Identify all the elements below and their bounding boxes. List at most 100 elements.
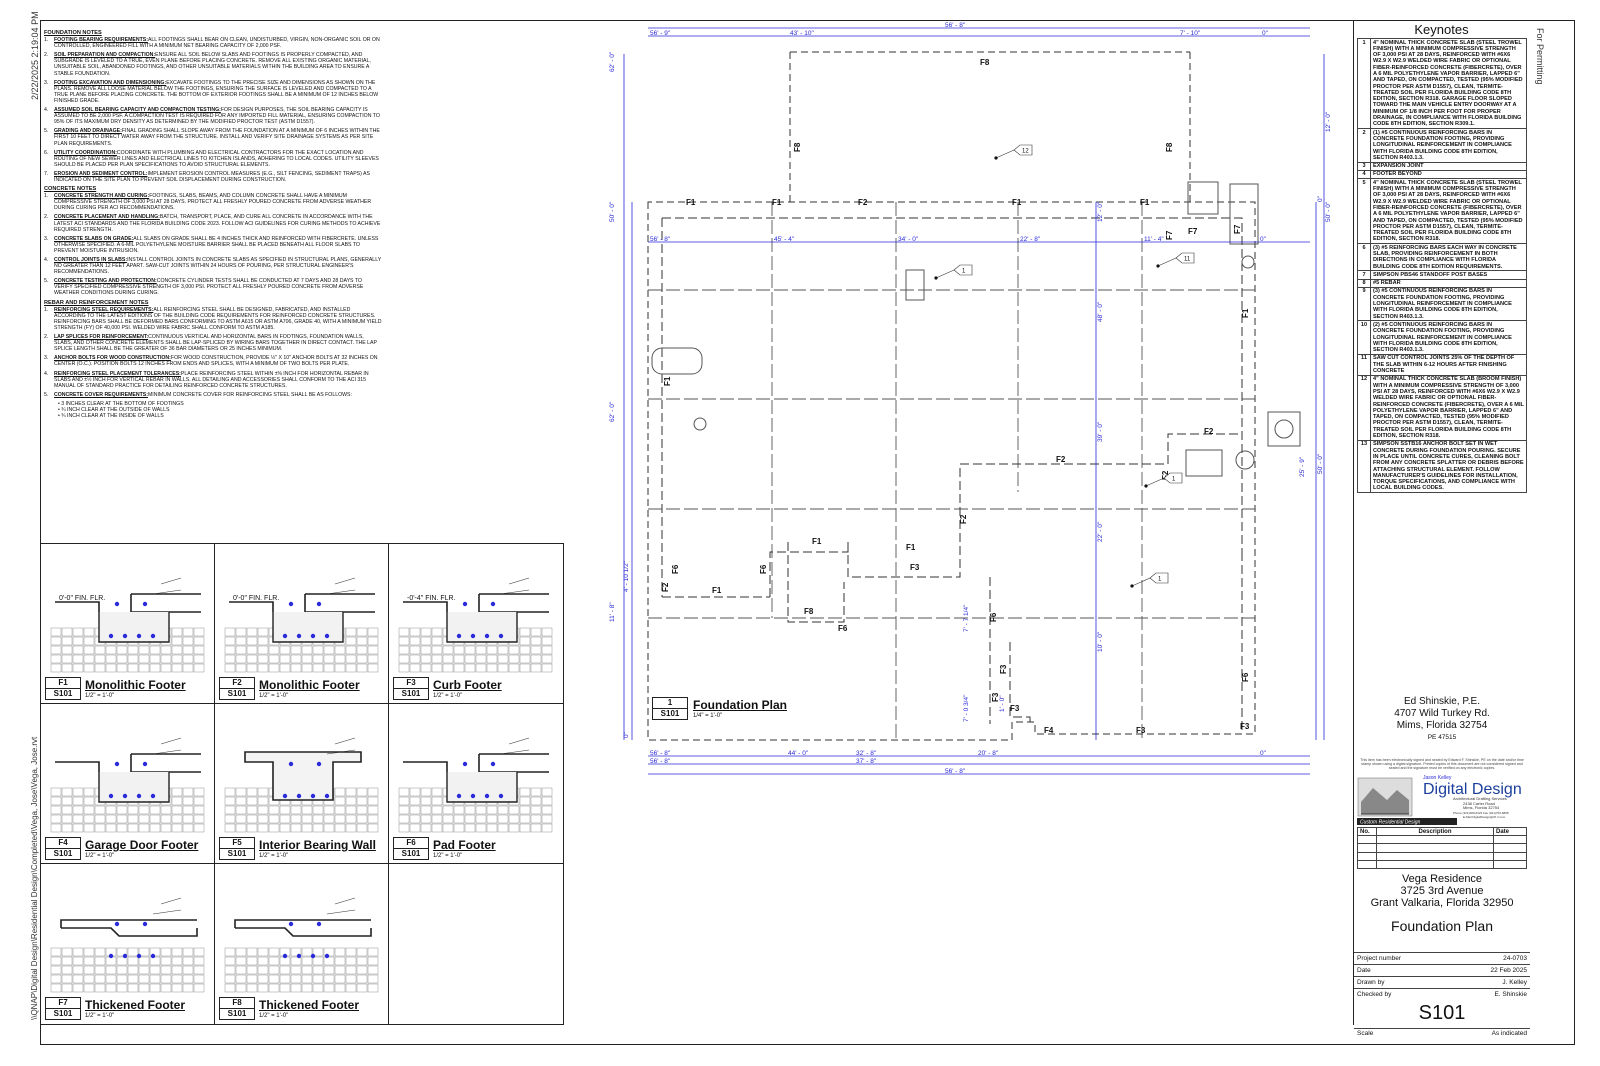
note-title: ASSUMED SOIL BEARING CAPACITY AND COMPAC… [54,107,221,114]
cover-item: • 3 INCHES CLEAR AT THE BOTTOM OF FOOTIN… [58,400,184,407]
cover-item: • ¾ INCH CLEAR AT THE OUTSIDE OF WALLS [58,406,170,413]
plan-dimension-right-b: 50' - 0" [1325,201,1332,222]
plan-title: Foundation Plan [693,698,787,712]
detail-elevation-label: -0'-4" FIN. FLR. [407,595,456,602]
note-title: EROSION AND SEDIMENT CONTROL: [54,170,148,177]
engineer-name: Ed Shinskie, P.E. [1404,696,1480,707]
note-text: EROSION AND SEDIMENT CONTROL:IMPLEMENT E… [54,171,382,183]
detail-scale: 1/2" = 1'-0" [85,1013,115,1019]
keynote-row: 6(3) #5 REINFORCING BARS EACH WAY IN CON… [1357,243,1527,272]
keynote-number: 8 [1357,278,1371,289]
note-body: ENSURE ALL SOIL BELOW SLABS AND FOOTINGS… [54,52,371,77]
note-text: FOOTING BEARING REQUIREMENTS:ALL FOOTING… [54,37,382,49]
detail-scale: 1/2" = 1'-0" [259,1013,289,1019]
plan-title-tag: 1 S101 Foundation Plan 1/4" = 1'-0" [652,697,787,720]
plan-dimension-left-e: 11' - 8" [609,602,616,622]
plan-dimension-bot2-b: 37' - 8" [856,758,877,765]
detail-sheet: S101 [220,848,254,859]
detail-id: F8 [232,998,242,1007]
note-text: ASSUMED SOIL BEARING CAPACITY AND COMPAC… [54,107,382,125]
note-number: 3. [44,355,49,362]
svg-text:1: 1 [962,269,966,275]
note-text: UTILITY COORDINATION:COORDINATE WITH PLU… [54,150,382,168]
detail-elevation-label: 0'-0" FIN. FLR. [59,595,105,602]
note-text: REINFORCING STEEL REQUIREMENTS:ALL REINF… [54,307,382,331]
logo-banner: Custom Residential Design [1360,820,1421,826]
cover-item-text: ¾ INCH CLEAR AT THE INSIDE OF WALLS [61,413,164,420]
detail-section-drawing [50,897,205,993]
revision-no-header: No. [1357,826,1377,837]
plan-dimension-bot3: 56' - 8" [945,768,966,775]
note-title: CONCRETE STRENGTH AND CURING: [54,193,150,200]
engineer-address-2: Mims, Florida 32754 [1396,720,1488,731]
keynote-text: SAW CUT CONTROL JOINTS 25% OF THE DEPTH … [1370,353,1527,376]
note-title: REINFORCING STEEL REQUIREMENTS: [54,306,154,313]
plan-dimension-bot-d: 20' - 8" [978,750,999,757]
footing-tag: F8 [804,607,814,616]
note-number: 5. [44,391,49,398]
logo-address-2: Mims, Florida 32754 [1463,805,1500,810]
note-number: 2. [44,52,49,59]
footing-tag: F6 [838,624,848,633]
plan-dimension-row2-c: 34' - 0" [898,236,919,243]
footing-tag: F1 [906,543,916,552]
footing-tag: F8 [793,142,802,152]
keynote-callout: 12 [994,144,1033,160]
detail-sheet: S101 [220,688,254,699]
logo-contact: Phone (321)289-6323 Fax (321)720-6868 [1453,811,1509,815]
note-body: MINIMUM CONCRETE COVER FOR REINFORCING S… [147,391,352,398]
plan-dimension-left-d: 4' - 10 1/2" [623,560,630,592]
footing-tag: F1 [812,537,822,546]
note-text: SOIL PREPARATION AND COMPACTION:ENSURE A… [54,52,382,76]
rebar-note: 4.REINFORCING STEEL PLACEMENT TOLERANCES… [44,371,382,389]
rebar-note: 5.CONCRETE COVER REQUIREMENTS:MINIMUM CO… [44,392,382,398]
footing-tag: F3 [910,563,920,572]
detail-title: Monolithic Footer [85,678,186,692]
engineer-info: Ed Shinskie, P.E. 4707 Wild Turkey Rd. M… [1354,696,1530,744]
note-text: FOOTING EXCAVATION AND DIMENSIONING:EXCA… [54,80,382,104]
note-number: 1. [44,193,49,200]
digital-design-logo: Jason Kelley Digital Design Architectura… [1357,775,1522,826]
project-date: 22 Feb 2025 [1449,964,1530,977]
plan-dimension-v2: 7' - 0 3/4" [963,694,970,722]
plan-dimension-left-c: 62' - 0" [609,401,616,422]
note-title: CONCRETE TESTING AND PROTECTION: [54,278,157,285]
keynote-row: 9(3) #5 CONTINUOUS REINFORCING BARS IN C… [1357,286,1527,322]
plan-dimension-v3: 1' - 0" [999,695,1006,712]
detail-scale: 1/2" = 1'-0" [259,693,289,699]
foundation-notes-list: 1.FOOTING BEARING REQUIREMENTS:ALL FOOTI… [44,37,382,183]
keynote-number: 2 [1357,128,1371,163]
note-number: 2. [44,214,49,221]
cover-item: • ¾ INCH CLEAR AT THE INSIDE OF WALLS [58,413,164,420]
note-title: UTILITY COORDINATION: [54,149,117,156]
detail-title: Curb Footer [433,678,502,692]
detail-id: F7 [58,998,68,1007]
plan-dimension-right-a: 12' - 0" [1325,111,1332,132]
keynote-number: 12 [1357,374,1371,441]
note-number: 4. [44,257,49,263]
foundation-note: 6.UTILITY COORDINATION:COORDINATE WITH P… [44,150,382,168]
detail-id: F2 [232,678,242,687]
footing-tag: F4 [1044,726,1054,735]
plan-dimension-right-c: 25' - 9" [1299,456,1306,477]
note-body: PLACE REINFORCING STEEL WITHIN ±⅜ INCH F… [54,370,369,389]
foundation-note: 4.ASSUMED SOIL BEARING CAPACITY AND COMP… [44,107,382,125]
svg-text:1: 1 [1172,477,1176,483]
detail-title: Monolithic Footer [259,678,360,692]
plan-dimension-left-zero: 0" [623,731,630,738]
revision-description-header: Description [1376,826,1494,837]
note-number: 3. [44,79,49,86]
